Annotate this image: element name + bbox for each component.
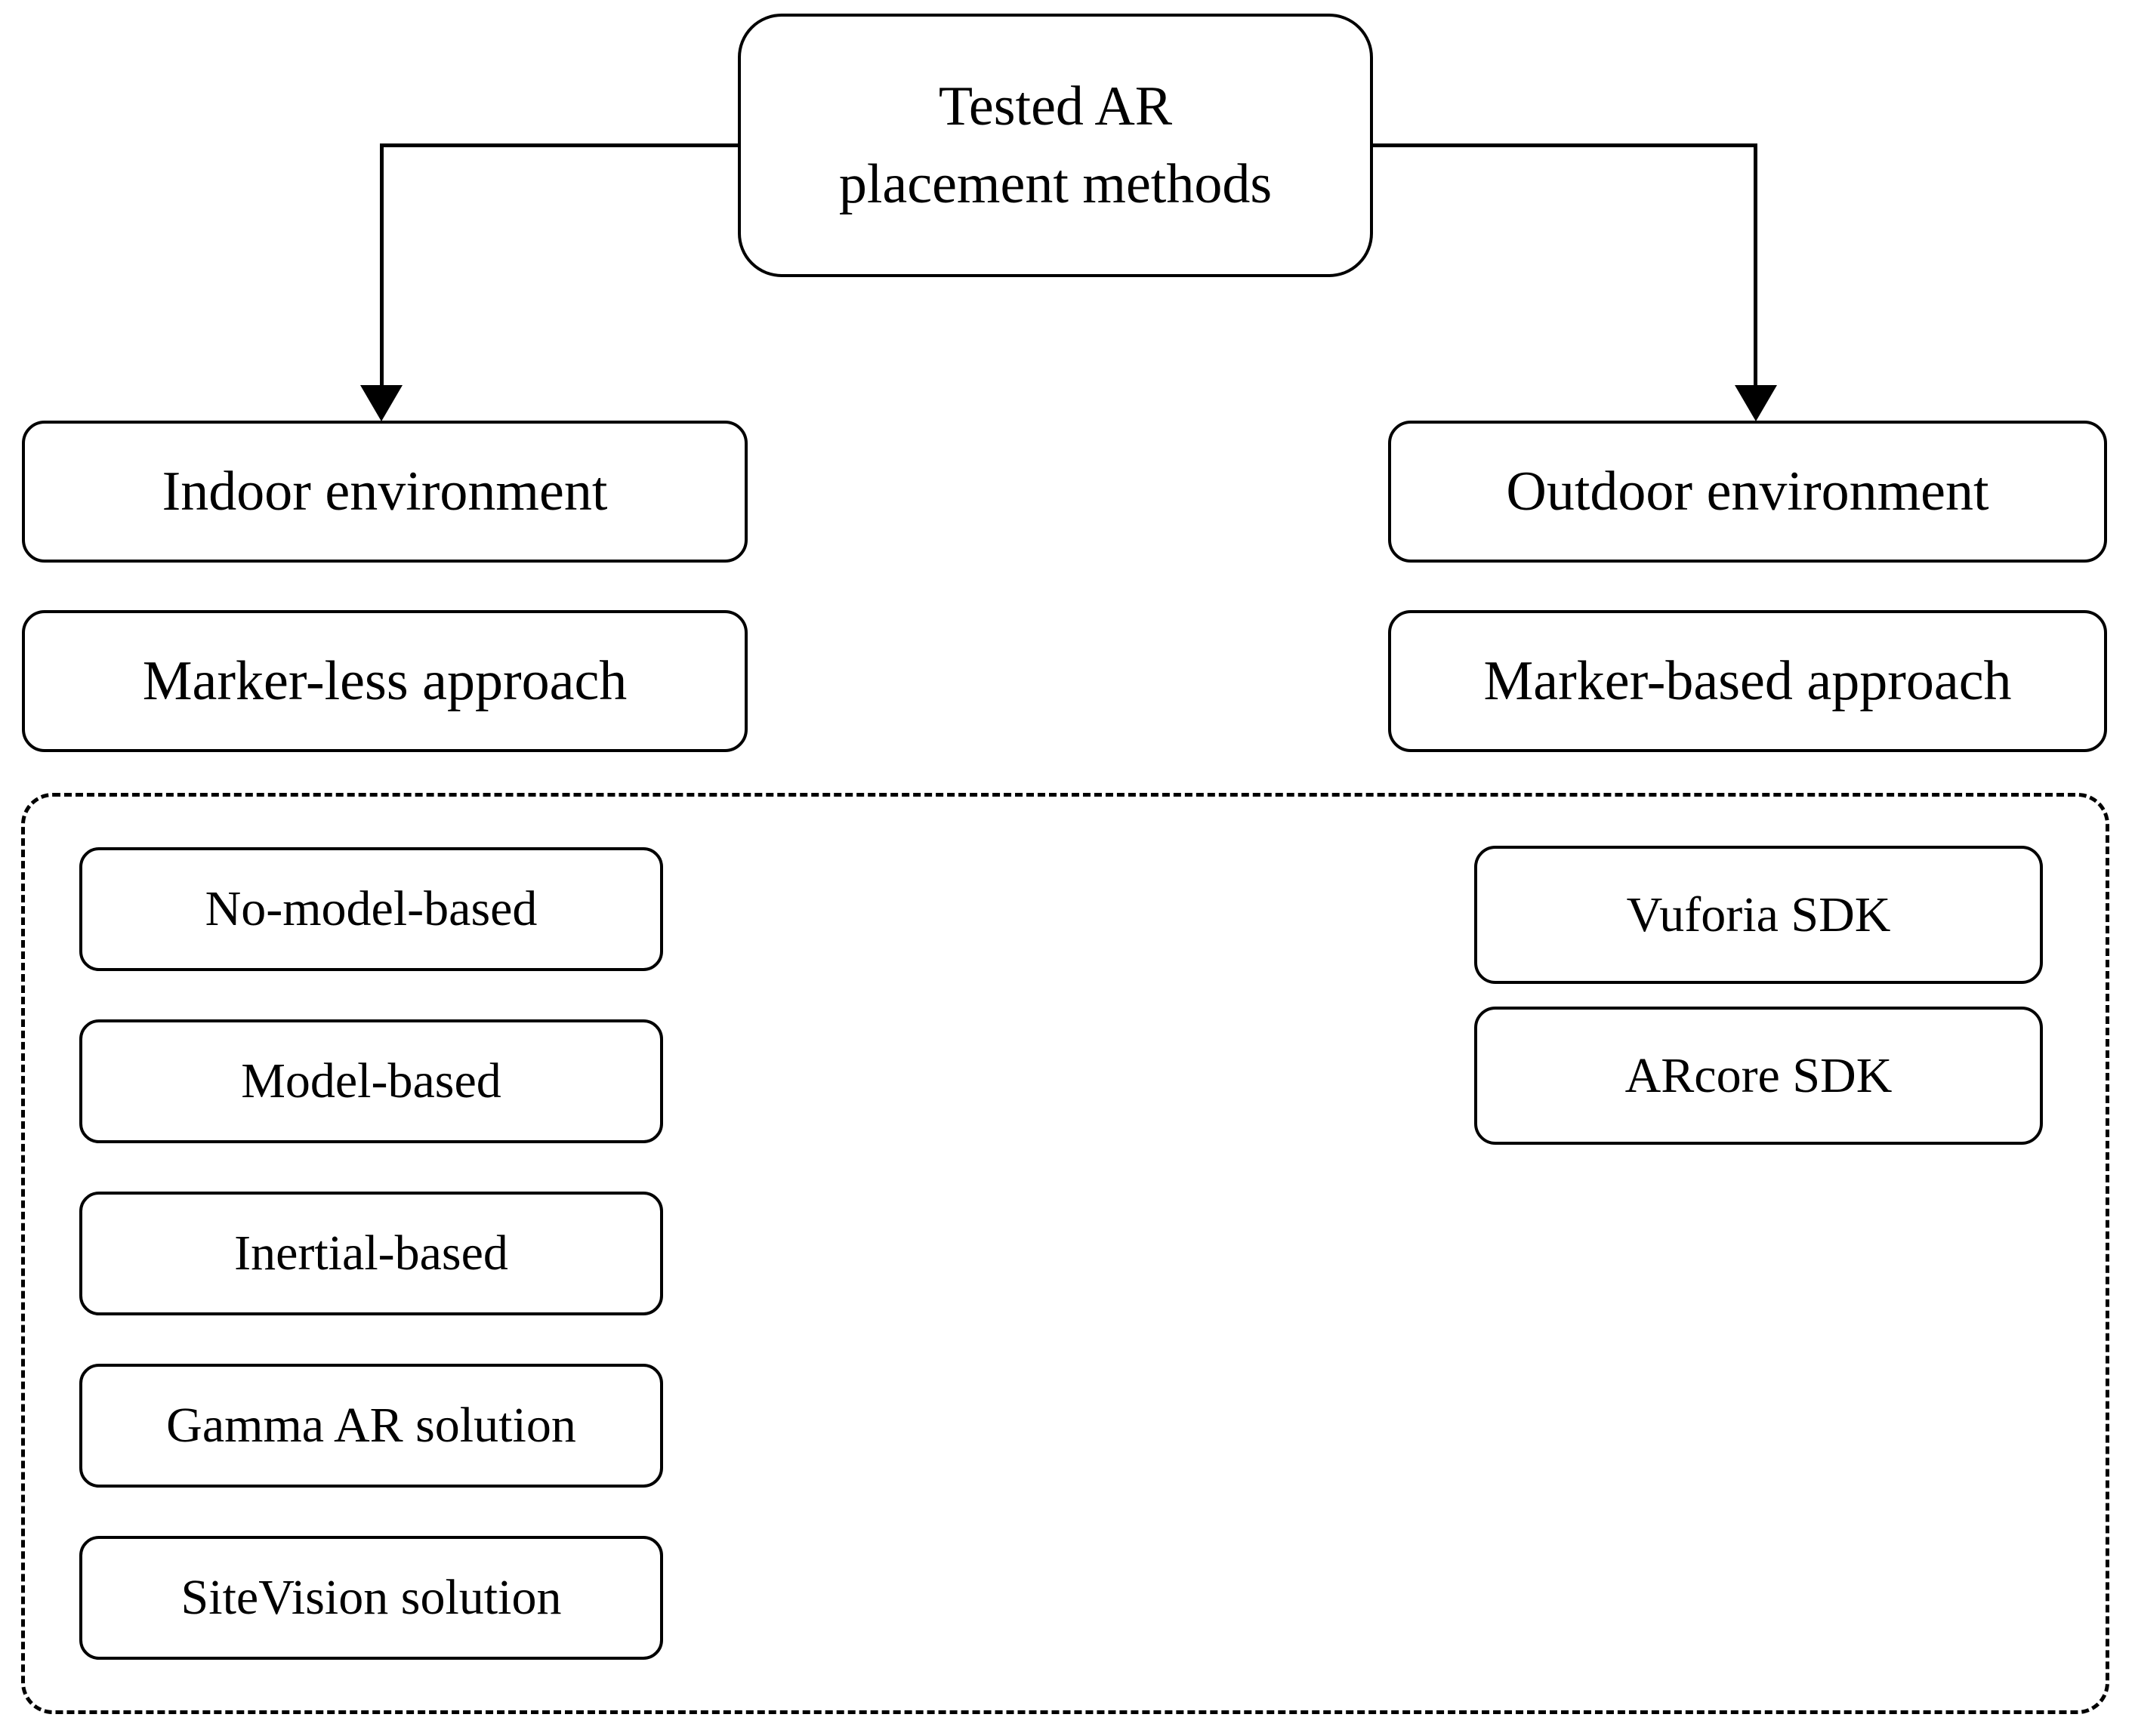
node-label: No-model-based — [205, 881, 538, 937]
connector-horizontal-right — [1371, 143, 1757, 147]
node-label: Inertial-based — [234, 1226, 508, 1281]
node-label: Indoor environment — [162, 460, 608, 523]
node-indoor-environment: Indoor environment — [22, 421, 748, 563]
node-outdoor-environment: Outdoor environment — [1388, 421, 2107, 563]
node-label: Marker-less approach — [142, 649, 628, 712]
node-label: ARcore SDK — [1624, 1047, 1893, 1103]
node-gamma-ar-solution: Gamma AR solution — [79, 1364, 663, 1488]
node-marker-less-approach: Marker-less approach — [22, 610, 748, 752]
node-label: Outdoor environment — [1506, 460, 1989, 523]
node-vuforia-sdk: Vuforia SDK — [1474, 846, 2043, 984]
node-marker-based-approach: Marker-based approach — [1388, 610, 2107, 752]
connector-vertical-right — [1754, 143, 1757, 385]
connector-vertical-left — [380, 143, 384, 385]
arrowhead-left-icon — [360, 385, 403, 421]
node-inertial-based: Inertial-based — [79, 1192, 663, 1315]
node-label: Model-based — [241, 1053, 501, 1109]
node-label: Marker-based approach — [1483, 649, 2012, 712]
node-label: Vuforia SDK — [1626, 887, 1891, 942]
connector-horizontal-left — [380, 143, 739, 147]
node-label: SiteVision solution — [180, 1570, 562, 1626]
node-no-model-based: No-model-based — [79, 847, 663, 971]
node-tested-ar-placement-methods: Tested AR placement methods — [738, 14, 1373, 277]
node-label: Tested AR placement methods — [838, 76, 1273, 215]
node-label: Gamma AR solution — [166, 1398, 576, 1454]
arrowhead-right-icon — [1735, 385, 1777, 421]
node-sitevision-solution: SiteVision solution — [79, 1536, 663, 1660]
methods-group-container — [21, 793, 2109, 1714]
node-arcore-sdk: ARcore SDK — [1474, 1007, 2043, 1145]
node-model-based: Model-based — [79, 1019, 663, 1143]
